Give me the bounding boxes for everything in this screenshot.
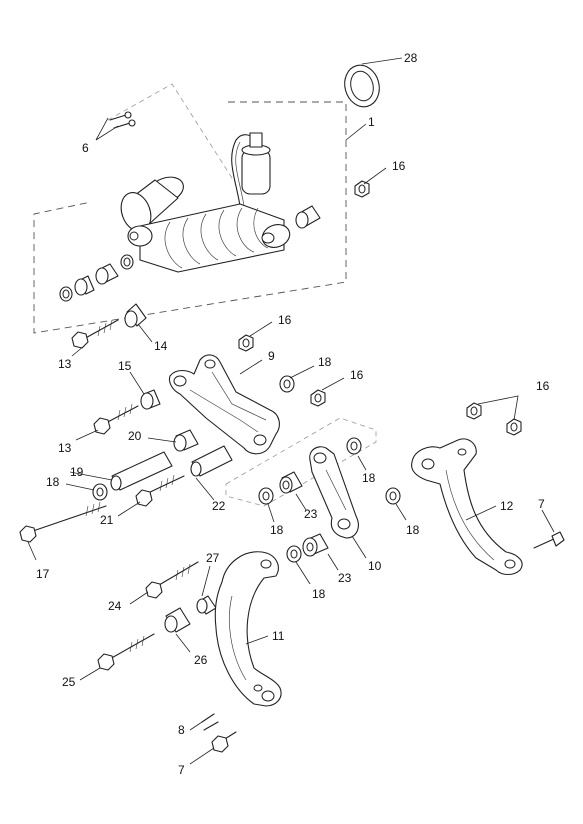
linkage-arm-part-11 (214, 551, 282, 707)
rear-shock-absorber-part (120, 132, 291, 273)
callout-9: 9 (268, 349, 275, 363)
linkage-arm-part-12 (411, 438, 523, 576)
callout-13-upper: 13 (58, 357, 72, 371)
callout-20: 20 (128, 429, 142, 443)
sleeve-part-22 (190, 445, 233, 477)
callout-23-b: 23 (338, 571, 352, 585)
callout-27: 27 (206, 551, 220, 565)
washer-part-18e (385, 487, 401, 505)
callout-18-d: 18 (270, 523, 284, 537)
callout-17: 17 (36, 567, 50, 581)
sleeve-part-19 (110, 451, 173, 491)
spacer-part-27 (196, 595, 217, 615)
bolt-part-25 (97, 633, 155, 671)
callout-1: 1 (368, 115, 375, 129)
leader-lines (27, 57, 555, 765)
small-screws-part (109, 111, 136, 129)
callout-8: 8 (178, 723, 185, 737)
callout-19: 19 (70, 465, 84, 479)
drop-link-part-10 (309, 446, 359, 539)
shock-bush-set-part (59, 254, 134, 302)
bolt-part-7-right (533, 531, 565, 549)
bolt-part-24 (145, 561, 199, 599)
callout-7-lower: 7 (178, 763, 185, 777)
shock-upper-spacer-part (295, 205, 321, 229)
callout-18-f: 18 (312, 587, 326, 601)
spacer-part-15 (140, 389, 161, 410)
nut-part-top (354, 180, 370, 198)
nut-part-upper (238, 334, 254, 352)
callout-18-a: 18 (318, 355, 332, 369)
shock-assembly-dashed-box (33, 101, 347, 334)
callout-15: 15 (118, 359, 132, 373)
callout-22: 22 (212, 499, 226, 513)
bush-part-23b (302, 533, 329, 557)
callout-14: 14 (154, 339, 168, 353)
small-screws-part-8 (201, 713, 219, 731)
linkage-dashed-box (225, 417, 377, 507)
callout-16-upper: 16 (278, 313, 292, 327)
callout-18-e: 18 (406, 523, 420, 537)
callout-7-right: 7 (538, 497, 545, 511)
callout-18-c: 18 (362, 471, 376, 485)
nut-part-right-b (506, 418, 522, 436)
callout-6: 6 (82, 141, 89, 155)
callout-10: 10 (368, 559, 382, 573)
washer-part-18a (279, 375, 295, 393)
callout-25: 25 (62, 675, 76, 689)
callout-13-lower: 13 (58, 441, 72, 455)
callout-24: 24 (108, 599, 122, 613)
washer-part-18d (258, 487, 274, 505)
callout-12: 12 (500, 499, 514, 513)
bush-part-20 (173, 429, 199, 452)
callout-26: 26 (194, 653, 208, 667)
callout-28: 28 (404, 51, 418, 65)
nut-part-right-a (466, 402, 482, 420)
long-bolt-part-17 (19, 501, 107, 543)
callout-16-top: 16 (392, 159, 406, 173)
bolt-part-7-lower (211, 731, 237, 753)
washer-part-18b (92, 483, 108, 501)
callout-23-a: 23 (304, 507, 318, 521)
callout-11: 11 (272, 629, 285, 643)
washer-part-18c (346, 437, 362, 455)
rocker-part-9 (168, 354, 280, 455)
bush-part-23a (279, 471, 303, 494)
reservoir-dashed-outline (107, 83, 249, 179)
bolt-part-13-upper (71, 319, 119, 349)
spacer-part-14 (124, 303, 147, 328)
callout-16-mid: 16 (350, 368, 364, 382)
nut-part-mid (310, 389, 326, 407)
callout-21: 21 (100, 513, 114, 527)
washer-part-18f (286, 545, 302, 563)
callout-16-right: 16 (536, 379, 550, 393)
callout-18-b: 18 (46, 475, 60, 489)
o-ring-part (344, 64, 380, 108)
spacer-part-26 (164, 607, 191, 633)
